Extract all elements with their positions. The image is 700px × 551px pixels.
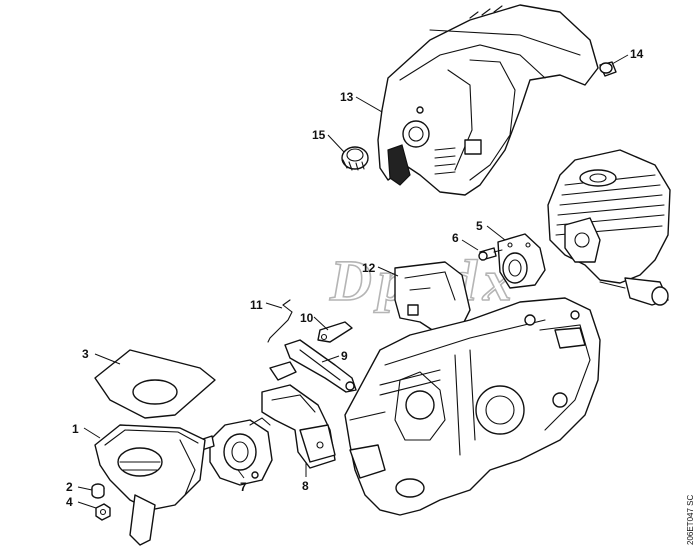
callout-11: 11 — [250, 298, 263, 312]
callout-7: 7 — [240, 480, 247, 494]
part-1-filter-housing[interactable] — [94, 424, 206, 546]
reference-code: 206ET047 SC — [686, 495, 695, 545]
callout-15: 15 — [312, 128, 326, 142]
callout-8: 8 — [302, 479, 309, 493]
callout-6: 6 — [452, 231, 459, 245]
callout-10: 10 — [300, 311, 314, 325]
part-14-plug[interactable] — [599, 61, 617, 77]
part-15-cap[interactable] — [341, 146, 369, 171]
callout-1: 1 — [72, 422, 79, 436]
callout-labels: 1 2 3 4 5 6 7 8 9 10 11 12 13 14 15 — [66, 47, 644, 509]
callout-14: 14 — [630, 47, 644, 61]
part-4-nut[interactable] — [95, 503, 111, 521]
part-13-shroud[interactable] — [377, 4, 599, 196]
callout-4: 4 — [66, 495, 73, 509]
callout-13: 13 — [340, 90, 354, 104]
part-6-screw[interactable] — [478, 247, 503, 261]
part-5-intake-manifold[interactable] — [497, 233, 546, 289]
leader-lines — [77, 54, 629, 509]
callout-9: 9 — [341, 349, 348, 363]
part-2-washer[interactable] — [91, 483, 105, 499]
part-10-lever[interactable] — [317, 321, 353, 343]
part-crankcase[interactable] — [344, 297, 601, 516]
part-9-throttle-shaft[interactable] — [269, 339, 357, 393]
part-11-throttle-rod[interactable] — [267, 299, 293, 343]
part-8-bracket[interactable] — [261, 384, 336, 469]
part-3-filter-plate[interactable] — [94, 349, 216, 419]
callout-5: 5 — [476, 219, 483, 233]
callout-3: 3 — [82, 347, 89, 361]
part-cylinder-assembly[interactable] — [547, 149, 671, 306]
callout-2: 2 — [66, 480, 73, 494]
callout-12: 12 — [362, 261, 376, 275]
part-7-carburetor[interactable] — [199, 417, 273, 486]
